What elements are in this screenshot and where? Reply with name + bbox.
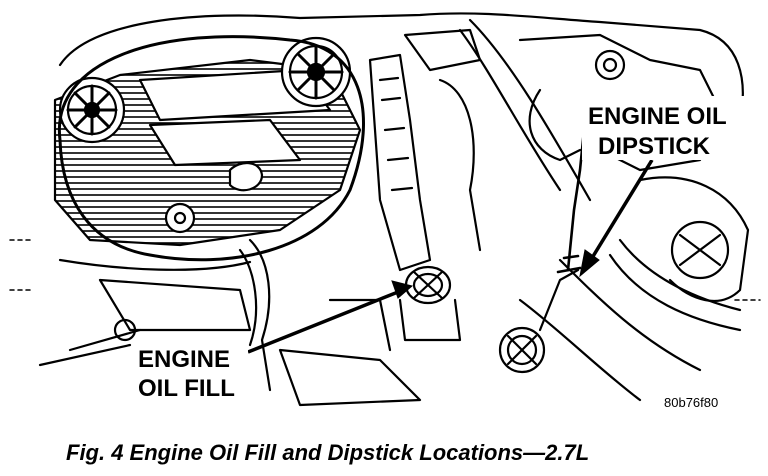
engine-outline [58,12,744,122]
belt-tensioner [164,202,196,234]
valve-cover-left [53,58,362,247]
camshaft-sprocket-left [58,76,126,144]
figure-code: 80b76f80 [664,395,718,410]
lower-hoses [518,238,742,402]
camshaft-sprocket-right [280,36,352,108]
intake-manifold [368,18,592,272]
crank-pulley [498,326,546,374]
dipstick-label-line2: DIPSTICK [598,133,711,160]
fill-label-line1: ENGINE [138,346,230,373]
timing-belt [57,35,365,262]
fill-label-line2: OIL FILL [138,375,235,402]
dipstick-leader [579,159,654,278]
dipstick-label-line1: ENGINE OIL [588,103,727,130]
figure-caption: Fig. 4 Engine Oil Fill and Dipstick Loca… [66,440,589,465]
fill-leader [247,280,414,354]
oil-fill-cap [398,265,462,342]
right-cylinder-head [518,33,750,302]
